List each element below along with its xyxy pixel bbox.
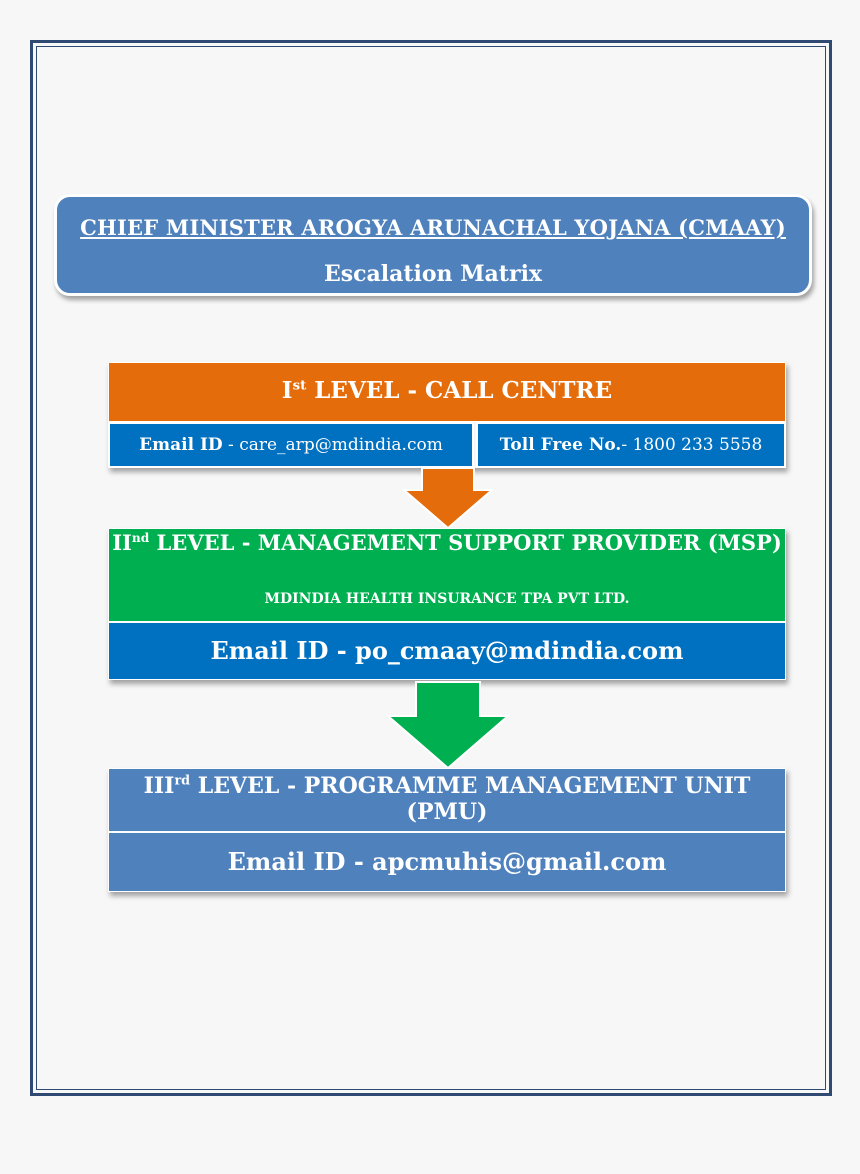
scheme-title: CHIEF MINISTER AROGYA ARUNACHAL YOJANA (… [80,215,786,240]
level2-ordinal: II [112,530,132,555]
level1-ordinal: I [281,377,293,404]
level1-heading: LEVEL - CALL CENTRE [306,377,613,404]
level1-header: Ist LEVEL - CALL CENTRE [108,362,786,422]
escalation-matrix-subtitle: Escalation Matrix [323,261,543,287]
level1-email-value[interactable]: - care_arp@mdindia.com [222,435,443,455]
level2-email[interactable]: Email ID - po_cmaay@mdindia.com [108,622,786,680]
title-box: CHIEF MINISTER AROGYA ARUNACHAL YOJANA (… [54,194,812,296]
level3-heading: LEVEL - PROGRAMME MANAGEMENT UNIT (PMU) [190,773,751,825]
level2-header: IInd LEVEL - MANAGEMENT SUPPORT PROVIDER… [108,528,786,622]
level3-email[interactable]: Email ID - apcmuhis@gmail.com [108,832,786,892]
down-arrow-icon-orange [402,467,494,530]
level2-heading: LEVEL - MANAGEMENT SUPPORT PROVIDER (MSP… [149,530,782,555]
level2-ordinal-suffix: nd [131,531,150,545]
level1-tollfree-cell: Toll Free No.- 1800 233 5558 [476,422,786,468]
level1-toll-value: - 1800 233 5558 [621,435,763,455]
page-border-inner [36,46,826,1090]
down-arrow-icon-green [386,681,510,770]
level3-ordinal-suffix: rd [174,773,191,789]
level3-header: IIIrd LEVEL - PROGRAMME MANAGEMENT UNIT … [108,768,786,832]
level1-email-cell: Email ID - care_arp@mdindia.com [108,422,474,468]
level2-provider: MDINDIA HEALTH INSURANCE TPA PVT LTD. [264,591,630,607]
level3-ordinal: III [143,773,175,799]
level1-ordinal-suffix: st [292,377,307,394]
level2-title: IInd LEVEL - MANAGEMENT SUPPORT PROVIDER… [109,531,785,555]
level1-toll-label: Toll Free No. [499,435,622,455]
level1-email-label: Email ID [139,435,223,455]
page-border-outer [30,40,832,1096]
